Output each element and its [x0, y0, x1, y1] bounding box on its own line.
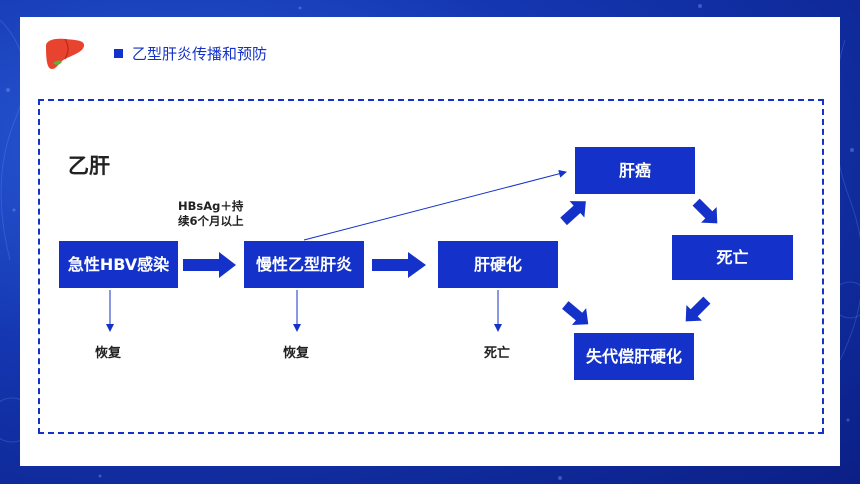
node-liver-cancer: 肝癌 — [575, 147, 695, 194]
arrow-cancer-to-death — [692, 198, 718, 224]
node-death-right: 死亡 — [672, 235, 793, 280]
condition-note: HBsAg＋持 续6个月以上 — [178, 199, 244, 229]
outcome-chronic-recovery: 恢复 — [283, 346, 310, 361]
square-bullet-icon — [114, 49, 123, 58]
node-acute-hbv-infection: 急性HBV感染 — [59, 241, 178, 288]
liver-icon — [46, 38, 85, 69]
arrow-death-to-decompensated — [685, 296, 711, 322]
condition-line-2: 续6个月以上 — [178, 214, 244, 228]
section-label: 乙肝 — [68, 154, 110, 178]
arrow-acute-to-chronic — [183, 252, 236, 278]
page-title: 乙型肝炎传播和预防 — [132, 45, 268, 63]
arrow-cirrhosis-to-cancer — [560, 201, 586, 226]
node-chronic-hepatitis-b: 慢性乙型肝炎 — [244, 241, 364, 288]
node-decompensated-cirrhosis: 失代偿肝硬化 — [574, 333, 694, 380]
arrow-chronic-to-cirrhosis — [372, 252, 426, 278]
node-cirrhosis: 肝硬化 — [438, 241, 558, 288]
outcome-acute-recovery: 恢复 — [95, 346, 122, 361]
arrow-chronic-to-cancer — [303, 169, 567, 241]
outcome-cirrhosis-death: 死亡 — [484, 346, 511, 361]
diagram-frame — [38, 99, 824, 434]
arrow-cirrhosis-to-decompensated — [562, 301, 589, 325]
condition-line-1: HBsAg＋持 — [178, 199, 244, 213]
